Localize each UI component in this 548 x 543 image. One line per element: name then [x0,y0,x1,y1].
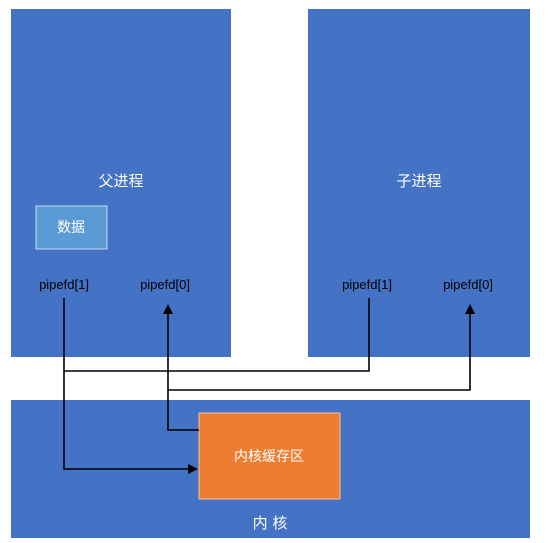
parent-write-arrow [63,298,198,474]
parent-process-box [11,9,231,357]
parent-fd-write-label: pipefd[1] [39,277,89,292]
parent-process-title: 父进程 [98,172,143,190]
parent-fd-read-label: pipefd[0] [140,277,190,292]
data-label: 数据 [57,220,85,236]
child-process-title: 子进程 [396,172,441,190]
child-fd-write-label: pipefd[1] [342,277,392,292]
child-write-line [64,298,370,372]
kernel-title: 内 核 [253,514,288,532]
kernel-buffer-box [198,412,341,500]
child-read-arrow [168,304,475,391]
child-fd-read-label: pipefd[0] [443,277,493,292]
kernel-buffer-label: 内核缓存区 [234,449,304,465]
child-process-box [308,9,530,357]
parent-read-arrow [163,304,199,431]
data-box [35,205,108,250]
